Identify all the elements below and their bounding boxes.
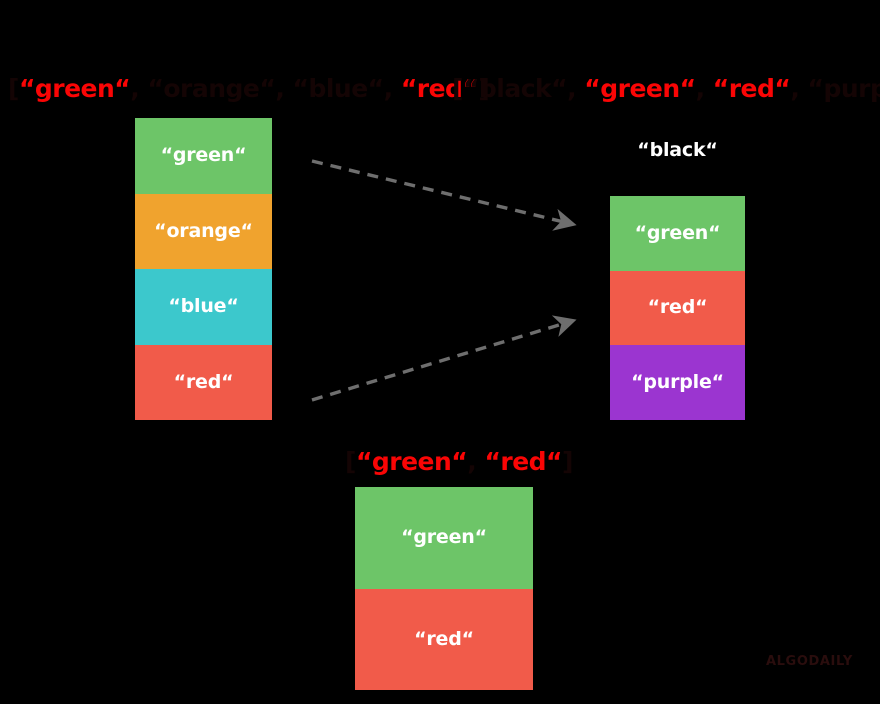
left-array-token-blue: “blue“ xyxy=(292,74,385,103)
right-array-sep-3: , xyxy=(790,74,808,103)
right-array-label: [“black“, “green“, “red“, “purple“] xyxy=(452,76,880,101)
left-array-label: [“green“, “orange“, “blue“, “red“] xyxy=(8,74,490,103)
algodaily-watermark: ALGODAILY xyxy=(766,654,853,669)
left-array-sep-1: , xyxy=(130,74,148,103)
right-array-sep-2: , xyxy=(695,74,713,103)
right-array-token-green: “green“ xyxy=(584,74,696,103)
bottom-array-label: [“green“, “red“] xyxy=(345,449,573,474)
left-array-open-bracket: [ xyxy=(8,74,19,103)
left-block-red: “red“ xyxy=(135,344,272,420)
bottom-array-open-bracket: [ xyxy=(345,447,356,476)
bottom-array-token-red: “red“ xyxy=(484,447,562,476)
bottom-color-column: “green“ “red“ xyxy=(355,487,533,690)
left-block-orange: “orange“ xyxy=(135,193,272,269)
red-match-arrow xyxy=(311,315,577,402)
green-match-arrow xyxy=(311,159,577,231)
bottom-array-sep-1: , xyxy=(467,447,485,476)
right-array-token-purple: “purple“ xyxy=(807,74,880,103)
left-array-close-bracket: ] xyxy=(478,74,490,103)
right-array-open-bracket: [ xyxy=(452,74,463,103)
bottom-block-green: “green“ xyxy=(355,487,533,589)
right-block-red: “red“ xyxy=(610,270,745,346)
right-array-sep-1: , xyxy=(567,74,585,103)
left-block-blue: “blue“ xyxy=(135,269,272,345)
bottom-array-close-bracket: ] xyxy=(561,447,573,476)
left-array-token-green: “green“ xyxy=(18,74,131,103)
left-array-token-orange: “orange“ xyxy=(147,74,276,103)
left-block-green: “green“ xyxy=(135,118,272,194)
right-array-token-black: “black“ xyxy=(462,74,568,103)
right-array-token-red: “red“ xyxy=(712,74,791,103)
right-block-black-caption: “black“ xyxy=(637,139,718,161)
right-color-column: “green“ “red“ “purple“ xyxy=(610,196,745,420)
left-array-token-red: “red“ xyxy=(400,74,479,103)
right-block-green: “green“ xyxy=(610,196,745,271)
left-array-sep-3: , xyxy=(383,74,401,103)
bottom-array-token-green: “green“ xyxy=(355,447,468,476)
bottom-block-red: “red“ xyxy=(355,588,533,690)
left-color-column: “green“ “orange“ “blue“ “red“ xyxy=(135,118,272,420)
right-block-purple: “purple“ xyxy=(610,345,745,420)
left-array-sep-2: , xyxy=(275,74,293,103)
